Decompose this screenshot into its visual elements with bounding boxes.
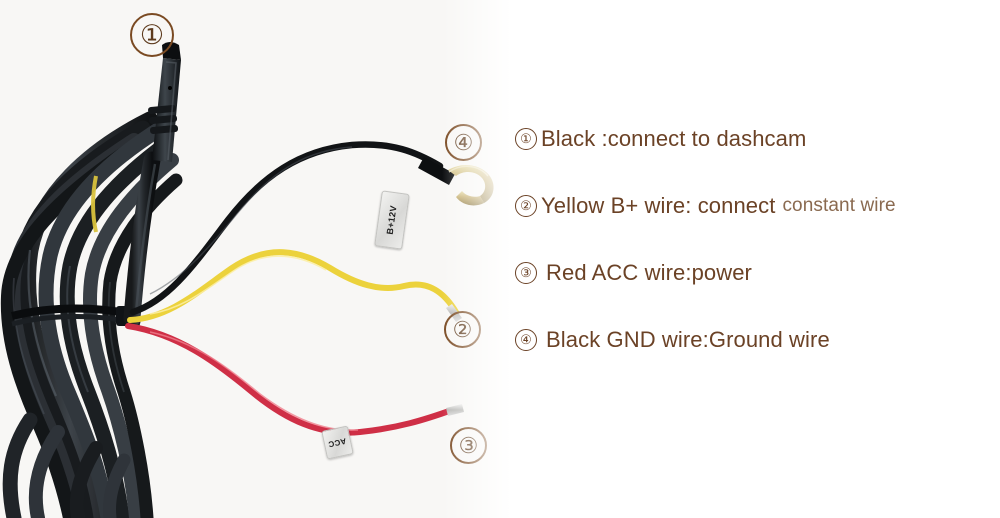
photo-marker-4: ④	[445, 124, 482, 161]
legend-text-2: Yellow B+ wire: connect	[541, 193, 776, 218]
photo-marker-3: ③	[450, 427, 487, 464]
legend-text-1: Black :connect to dashcam	[541, 126, 807, 151]
photo-marker-2-label: ②	[452, 316, 473, 342]
legend-text-2-secondary: constant wire	[782, 195, 896, 216]
legend-item-2: ② Yellow B+ wire: connect constant wire	[515, 193, 995, 218]
black-ground-wire	[129, 141, 444, 316]
yellow-wire	[127, 249, 459, 323]
legend-number-2: ②	[515, 195, 537, 217]
photo-marker-1-label: ①	[139, 19, 165, 50]
photo-marker-1: ①	[130, 13, 174, 57]
legend-text-3: Red ACC wire:power	[546, 260, 752, 285]
wiring-harness-illustration	[0, 42, 494, 518]
yellow-wire-tag-label: B+12V	[385, 204, 399, 236]
product-photo: ① ④ ② ③ B+12V ACC	[0, 0, 512, 518]
legend-number-4: ④	[515, 329, 537, 351]
legend-item-1: ① Black :connect to dashcam	[515, 126, 995, 151]
red-wire-tip	[446, 404, 464, 416]
cable-coil	[0, 111, 183, 518]
yellow-wire-tip	[446, 304, 462, 322]
photo-marker-2: ②	[444, 311, 481, 348]
main-cable-to-connector	[123, 151, 161, 327]
legend-list: ① Black :connect to dashcam ② Yellow B+ …	[515, 126, 995, 352]
legend-item-4: ④ Black GND wire:Ground wire	[515, 327, 995, 352]
photo-marker-3-label: ③	[458, 432, 479, 458]
red-wire	[125, 323, 455, 436]
black-connector-plug	[148, 42, 181, 162]
gold-fork-spade-terminal	[448, 165, 494, 206]
photo-marker-4-label: ④	[453, 129, 474, 155]
red-wire-tag: ACC	[321, 425, 354, 460]
legend-number-3: ③	[515, 262, 537, 284]
legend-item-3: ③ Red ACC wire:power	[515, 260, 995, 285]
legend-number-1: ①	[515, 128, 537, 150]
red-wire-tag-label: ACC	[327, 436, 348, 449]
legend-text-4: Black GND wire:Ground wire	[546, 327, 830, 352]
